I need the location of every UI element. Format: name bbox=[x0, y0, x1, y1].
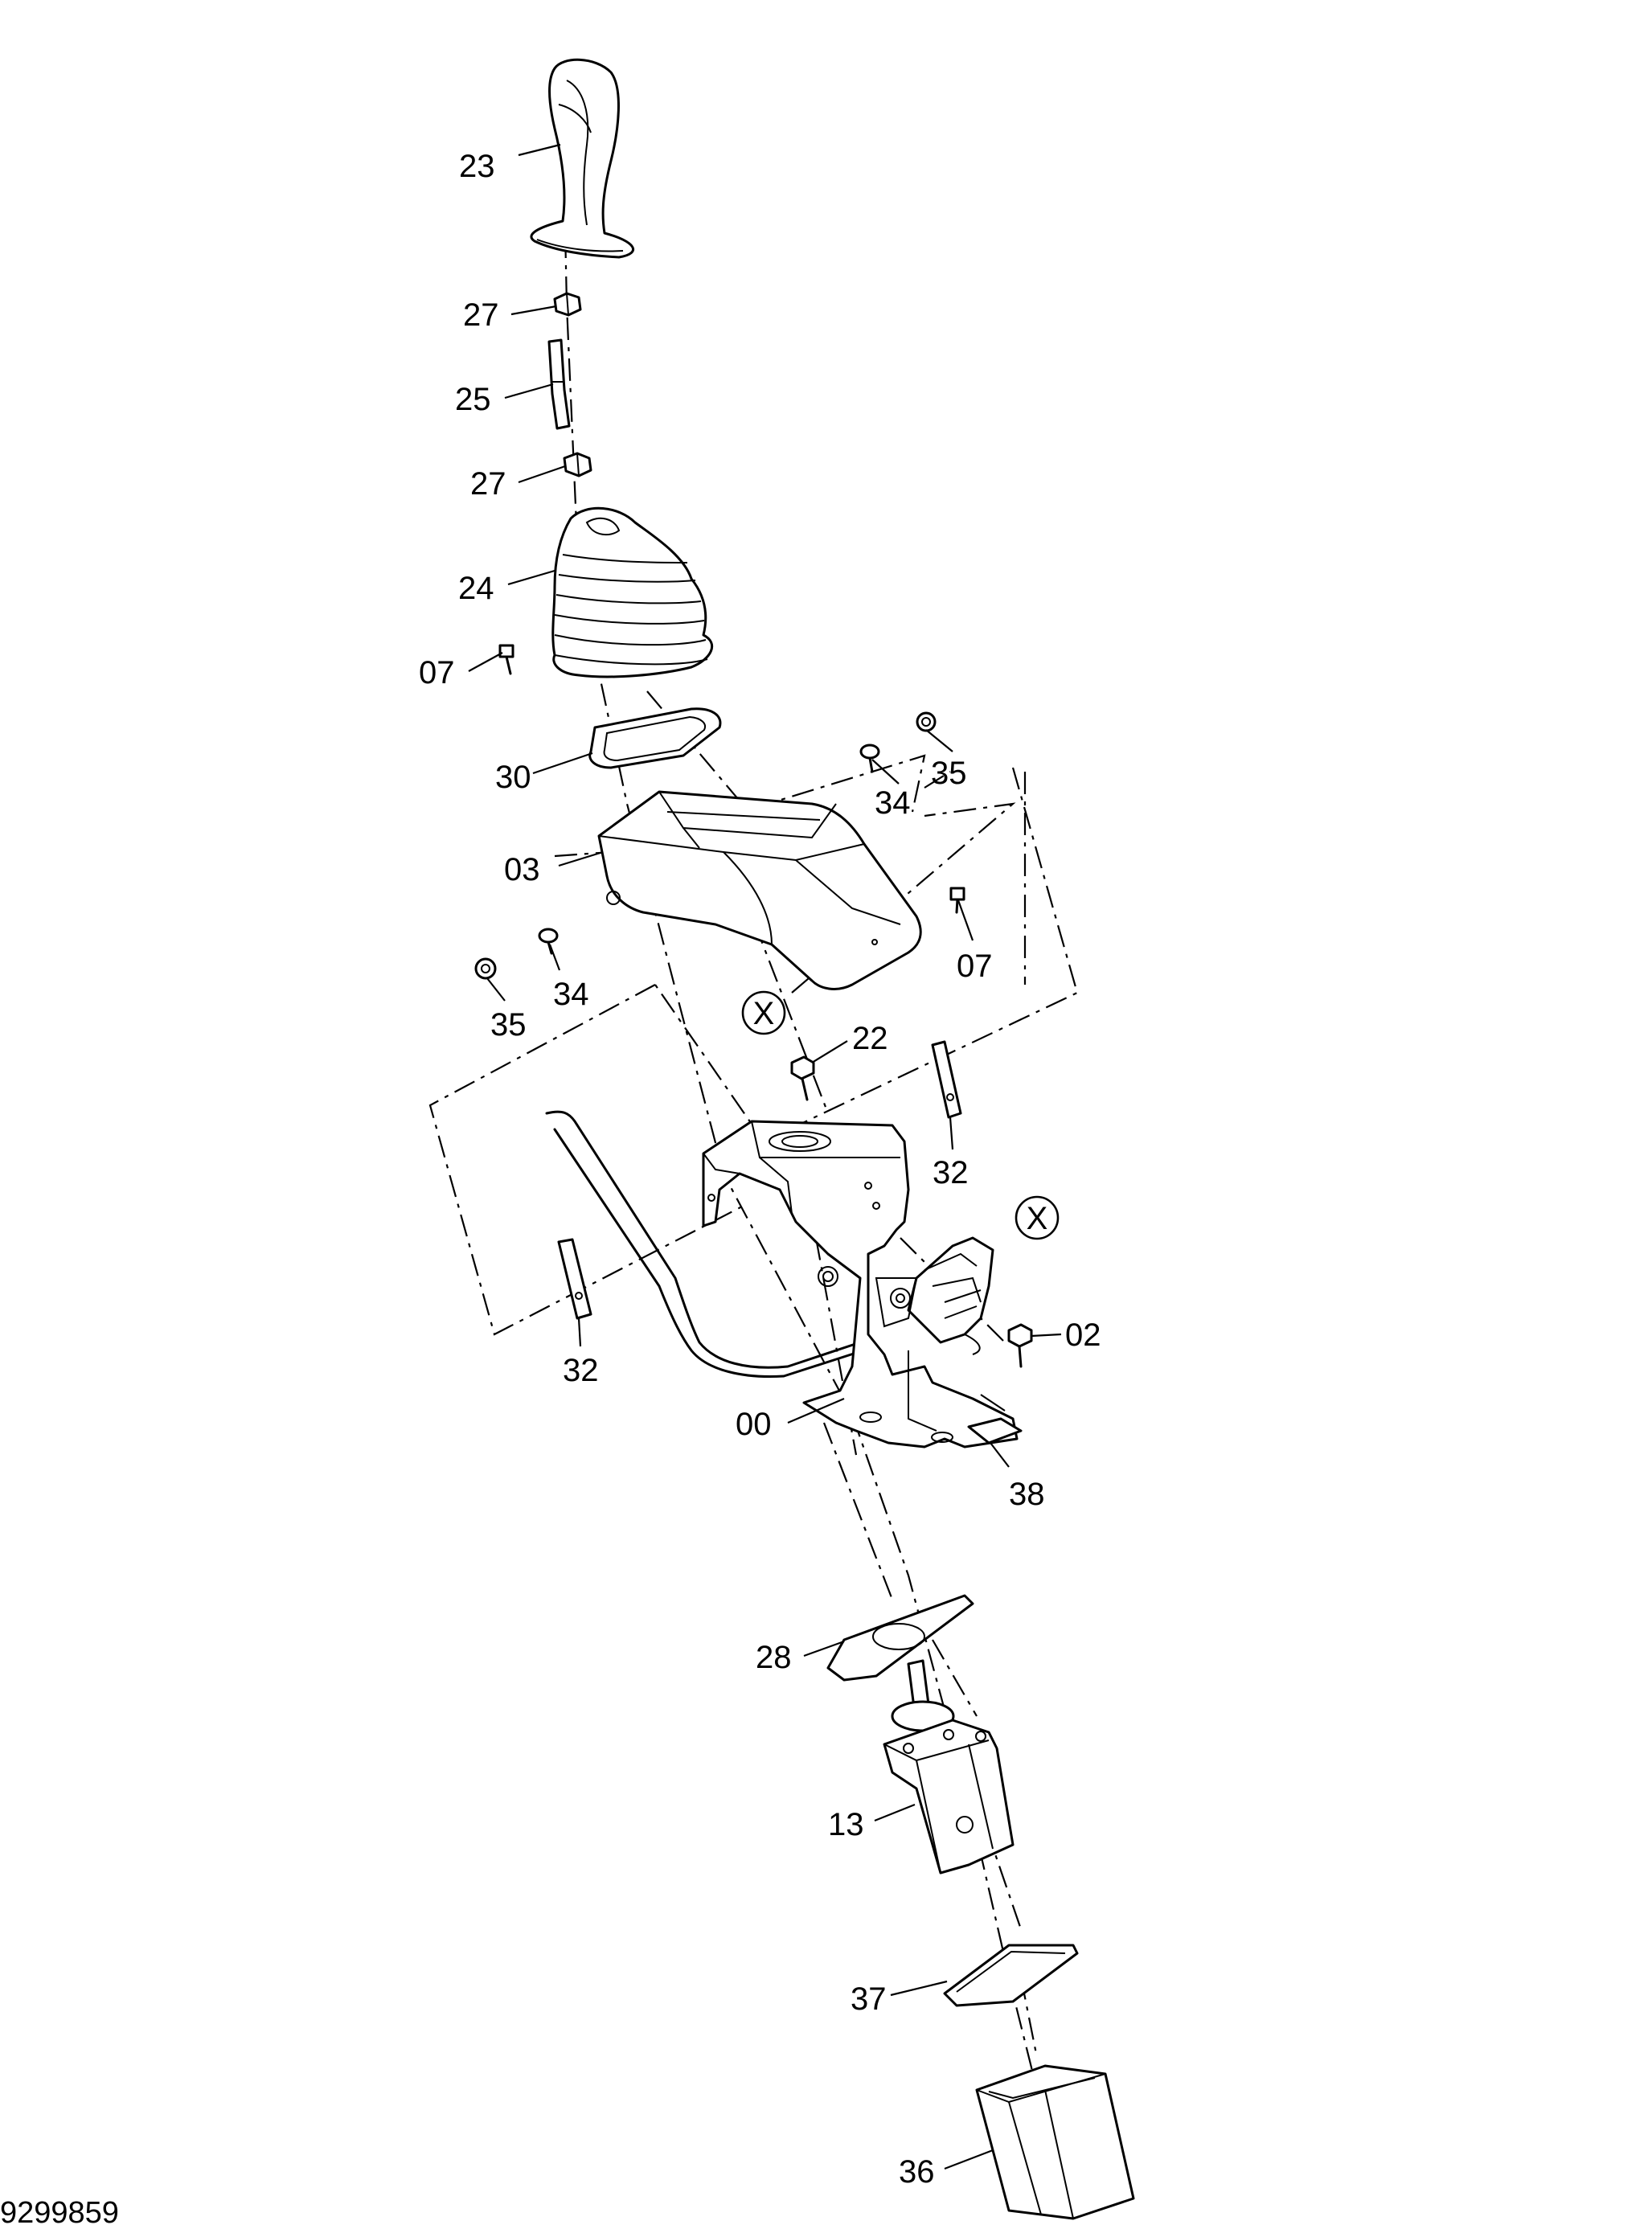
leader-lines bbox=[468, 143, 1062, 2170]
callout-23: 23 bbox=[459, 149, 495, 184]
part-seal-plate bbox=[943, 1944, 1079, 2007]
part-bolt-right bbox=[949, 887, 965, 914]
part-main-bracket bbox=[702, 1120, 1019, 1448]
part-screws-lower-left bbox=[474, 928, 559, 980]
callout-32-left: 32 bbox=[563, 1353, 599, 1388]
callout-37: 37 bbox=[851, 1981, 887, 2017]
part-nut-upper bbox=[553, 292, 582, 317]
callout-24: 24 bbox=[458, 571, 494, 606]
reference-mark-lower-label: X bbox=[1027, 1201, 1048, 1236]
callout-03: 03 bbox=[504, 852, 540, 887]
reference-mark-upper-label: X bbox=[753, 996, 775, 1031]
part-rubber-boot bbox=[551, 506, 714, 678]
callout-25: 25 bbox=[455, 382, 491, 417]
callout-28: 28 bbox=[756, 1640, 792, 1675]
part-bolt-left bbox=[498, 644, 514, 675]
part-strip-left bbox=[557, 1238, 592, 1320]
callout-34-lower: 34 bbox=[553, 977, 589, 1012]
part-clip-38 bbox=[967, 1417, 1023, 1444]
reference-mark-lower: X bbox=[1015, 1195, 1060, 1240]
drawing-number: 9299859 bbox=[0, 2196, 119, 2229]
callout-22: 22 bbox=[852, 1021, 888, 1056]
part-nut-lower bbox=[563, 452, 592, 477]
part-shaft bbox=[547, 338, 571, 430]
part-gasket-plate bbox=[588, 707, 722, 769]
part-strip-right bbox=[931, 1040, 962, 1119]
part-handle-grip bbox=[530, 58, 635, 259]
callout-07-right: 07 bbox=[957, 949, 993, 984]
part-bent-rod bbox=[545, 1110, 862, 1378]
part-bolt-22 bbox=[790, 1055, 815, 1101]
callout-13: 13 bbox=[828, 1807, 864, 1842]
part-bottom-cover bbox=[975, 2064, 1135, 2220]
part-pilot-valve bbox=[883, 1659, 1015, 1875]
callout-30: 30 bbox=[495, 760, 531, 795]
callout-34-upper: 34 bbox=[875, 785, 911, 821]
callout-02: 02 bbox=[1065, 1317, 1101, 1353]
callout-27-upper: 27 bbox=[463, 297, 499, 333]
part-gasket-28 bbox=[826, 1594, 974, 1682]
callout-32-right: 32 bbox=[933, 1155, 969, 1190]
callout-labels: 23 27 25 27 24 07 30 34 35 03 07 34 35 2… bbox=[0, 149, 1101, 2229]
callout-27-lower: 27 bbox=[470, 466, 506, 502]
callout-07-left: 07 bbox=[419, 655, 455, 690]
callout-35-lower: 35 bbox=[490, 1007, 527, 1043]
part-bolt-02 bbox=[1007, 1323, 1033, 1368]
reference-mark-upper: X bbox=[741, 990, 786, 1035]
callout-35-upper: 35 bbox=[931, 756, 967, 791]
part-cover-housing bbox=[597, 790, 922, 990]
callout-00: 00 bbox=[736, 1407, 772, 1442]
callout-38: 38 bbox=[1009, 1477, 1045, 1512]
callout-36: 36 bbox=[899, 2154, 935, 2190]
part-screws-upper-right bbox=[859, 711, 937, 773]
